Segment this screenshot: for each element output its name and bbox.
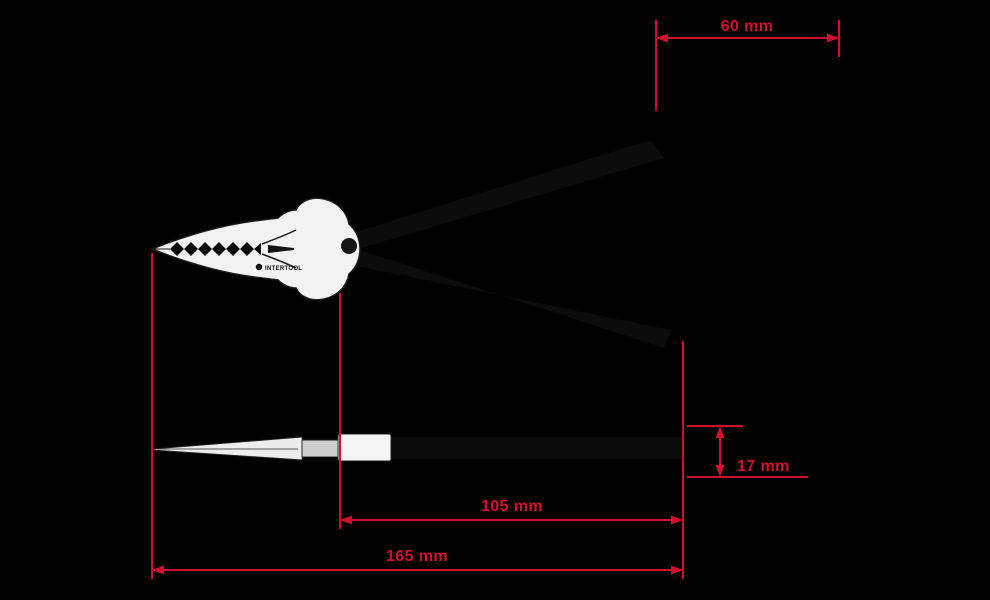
pivot-circle xyxy=(341,238,357,254)
arrowhead-60-right xyxy=(827,33,839,43)
lower-handle xyxy=(356,250,672,348)
lower-jaw-arm-line xyxy=(261,253,297,269)
pliers-top-view: INTERTOOL xyxy=(149,140,672,348)
dim-label-60mm: 60 mm xyxy=(721,18,774,35)
side-joint-boss xyxy=(337,433,392,462)
jaw-teeth xyxy=(170,242,261,256)
brand-logo-icon xyxy=(255,263,263,271)
dimension-lines xyxy=(151,20,840,579)
upper-handle xyxy=(356,140,664,248)
pliers-side-view xyxy=(151,433,683,462)
arrowhead-165-left xyxy=(152,565,164,575)
dim-label-165mm: 165 mm xyxy=(386,548,448,565)
arrowhead-60-left xyxy=(656,33,668,43)
brand-logo-text: INTERTOOL xyxy=(265,266,302,272)
arrowhead-17-up xyxy=(715,426,725,438)
side-neck xyxy=(301,439,339,458)
arrowhead-165-right xyxy=(671,565,683,575)
cutter-notch xyxy=(268,245,294,253)
dim-label-105mm: 105 mm xyxy=(481,498,543,515)
arrowhead-17-down xyxy=(715,465,725,477)
upper-jaw-arm-line xyxy=(261,229,297,245)
arrowhead-105-left xyxy=(340,515,352,525)
arrowhead-105-right xyxy=(671,515,683,525)
side-handle xyxy=(391,437,683,459)
dim-label-17mm: 17 mm xyxy=(737,458,790,475)
